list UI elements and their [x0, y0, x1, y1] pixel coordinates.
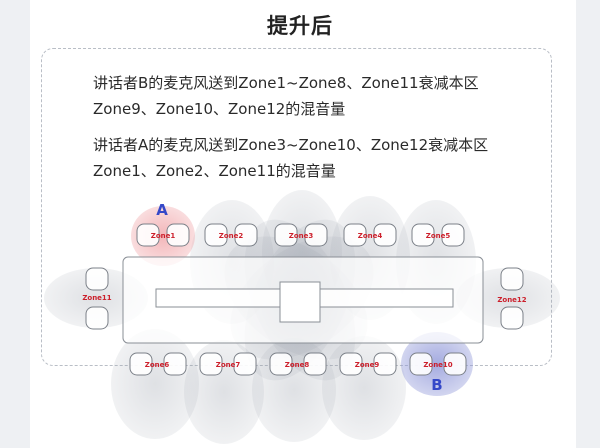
description-speaker-b: 讲话者B的麦克风送到Zone1~Zone8、Zone11衰减本区 Zone9、Z… — [93, 70, 479, 122]
chair — [303, 352, 327, 376]
chair — [85, 306, 109, 330]
chair — [274, 223, 298, 247]
zone-label-7: Zone7 — [216, 361, 241, 369]
chair — [199, 352, 223, 376]
chair — [343, 223, 367, 247]
chair — [339, 352, 363, 376]
speaker-b-label: B — [431, 376, 442, 394]
zone-label-1: Zone1 — [151, 232, 176, 240]
chair — [411, 223, 435, 247]
zone-label-2: Zone2 — [219, 232, 244, 240]
zone-label-5: Zone5 — [426, 232, 451, 240]
zone-label-9: Zone9 — [355, 361, 380, 369]
zone-label-12: Zone12 — [497, 296, 526, 304]
chair — [136, 223, 160, 247]
zone-label-6: Zone6 — [145, 361, 170, 369]
zone-label-4: Zone4 — [358, 232, 383, 240]
chair — [204, 223, 228, 247]
chair — [269, 352, 293, 376]
top-chairs — [136, 223, 465, 247]
chair — [233, 352, 257, 376]
zone-label-3: Zone3 — [289, 232, 314, 240]
description-line: 讲话者A的麦克风送到Zone3~Zone10、Zone12衰减本区 — [93, 136, 489, 154]
chair — [166, 223, 190, 247]
chair — [373, 352, 397, 376]
side-chairs — [85, 267, 524, 330]
page-title: 提升后 — [267, 14, 333, 38]
description-line: Zone1、Zone2、Zone11的混音量 — [93, 162, 336, 180]
chair — [234, 223, 258, 247]
chair — [163, 352, 187, 376]
chair — [129, 352, 153, 376]
bottom-chairs — [129, 352, 467, 376]
page-margin-left — [0, 0, 30, 448]
speaker-a-highlight — [131, 206, 195, 266]
chair — [443, 352, 467, 376]
chair — [373, 223, 397, 247]
coverage-petal — [44, 268, 148, 328]
description-speaker-a: 讲话者A的麦克风送到Zone3~Zone10、Zone12衰减本区 Zone1、… — [93, 132, 488, 184]
zone-label-11: Zone11 — [82, 294, 111, 302]
zone-label-8: Zone8 — [285, 361, 310, 369]
zone-label-10: Zone10 — [423, 361, 452, 369]
speaker-a-label: A — [156, 201, 168, 219]
chair — [85, 267, 109, 291]
chair — [500, 306, 524, 330]
zone-labels: Zone1 Zone2 Zone3 Zone4 Zone5 Zone6 Zone… — [82, 232, 526, 369]
chair — [409, 352, 433, 376]
description-line: 讲话者B的麦克风送到Zone1~Zone8、Zone11衰减本区 — [93, 74, 479, 92]
table-center-box — [279, 281, 321, 323]
page-margin-right — [576, 0, 600, 448]
chair — [304, 223, 328, 247]
chair — [441, 223, 465, 247]
description-line: Zone9、Zone10、Zone12的混音量 — [93, 100, 346, 118]
chair — [500, 267, 524, 291]
speaker-b-highlight — [401, 332, 473, 396]
coverage-petal — [322, 336, 406, 440]
